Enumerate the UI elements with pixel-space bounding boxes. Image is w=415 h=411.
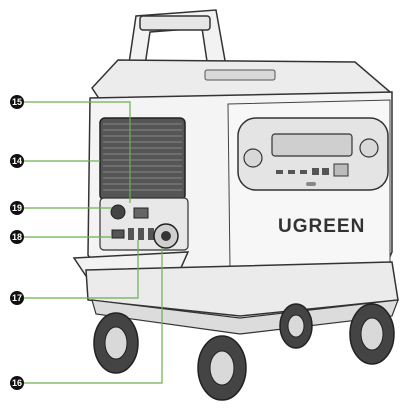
wheel-icon xyxy=(279,303,313,349)
base-frame xyxy=(85,261,399,317)
vent-grille-icon xyxy=(99,117,186,201)
dc-input-port xyxy=(110,204,126,220)
brand-logo: UGREEN xyxy=(278,216,366,237)
ac-input-port-1 xyxy=(128,228,134,240)
callout-18: 18 xyxy=(10,230,24,244)
display-panel-icon xyxy=(237,117,389,191)
leader-15 xyxy=(24,101,131,203)
callout-15: 15 xyxy=(10,95,24,109)
base-rail xyxy=(91,299,399,335)
leader-lines xyxy=(24,101,163,384)
side-port-panel xyxy=(99,197,189,251)
leader-16 xyxy=(24,248,163,384)
callout-14: 14 xyxy=(10,154,24,168)
callout-16: 16 xyxy=(10,376,24,390)
auxiliary-port xyxy=(111,229,125,239)
ac-input-port-2 xyxy=(138,228,144,240)
wheel-icon xyxy=(349,303,395,365)
callout-19: 19 xyxy=(10,201,24,215)
leader-17 xyxy=(24,240,139,299)
top-ridge xyxy=(204,69,276,81)
ac-input-port-3 xyxy=(148,228,154,240)
callout-17: 17 xyxy=(10,291,24,305)
wheel-icon xyxy=(93,312,139,374)
wheel-icon xyxy=(197,335,247,401)
